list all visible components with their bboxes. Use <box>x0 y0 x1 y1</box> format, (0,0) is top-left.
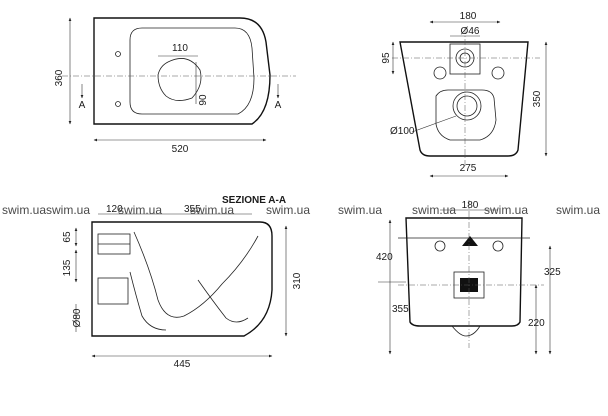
dim-width-top: 180 <box>462 200 479 211</box>
fixing-hole <box>115 51 121 57</box>
dim-height-drain: 220 <box>528 318 545 329</box>
section-outline <box>91 221 273 337</box>
section-mark-left: A <box>79 100 86 111</box>
dim-inner-offset: 90 <box>198 94 209 106</box>
fixing-hole <box>115 101 121 107</box>
dim-top-left: 120 <box>106 204 123 215</box>
leader-line <box>411 115 457 133</box>
dim-width-top: 180 <box>460 11 477 22</box>
section-mark-right: A <box>275 100 282 111</box>
dim-height-lower: 355 <box>392 304 409 315</box>
drain-pipe <box>97 277 129 305</box>
bolt-hole <box>433 66 447 80</box>
dim-width: 520 <box>172 144 189 155</box>
front-view-outline <box>405 217 523 327</box>
inlet-marker <box>462 236 478 246</box>
watermark: swim.ua <box>266 203 310 217</box>
dim-drain-diameter: Ø80 <box>72 308 83 327</box>
top-view-rim <box>129 27 255 115</box>
bolt-hole <box>434 240 446 252</box>
section-bowl <box>133 231 259 318</box>
dim-inner-width: 110 <box>172 43 188 54</box>
watermark: swim.ua <box>46 203 90 217</box>
section-view: SEZIONE A-A 120 355 65 135 Ø80 310 445 <box>62 195 303 370</box>
dim-width-bottom: 275 <box>460 163 477 174</box>
rear-view-outline <box>399 41 529 157</box>
dim-height-total: 420 <box>376 252 393 263</box>
watermark: swim.ua <box>412 203 456 217</box>
front-view: 180 420 325 355 220 <box>376 200 561 355</box>
watermark: swim.ua <box>2 203 46 217</box>
dim-height: 310 <box>292 272 303 289</box>
dim-top-right: 355 <box>184 204 201 215</box>
rear-view: 180 Ø46 95 350 Ø100 275 <box>381 11 548 178</box>
dim-mid-height: 135 <box>62 259 73 276</box>
section-bowl-inner <box>197 279 249 323</box>
section-title: SEZIONE A-A <box>222 195 286 206</box>
dim-height-total: 350 <box>532 90 543 107</box>
top-view: 110 90 360 520 A A <box>54 17 296 155</box>
watermark-row: swim.ua swim.ua swim.ua swim.ua swim.ua … <box>2 203 600 217</box>
dim-height-upper: 95 <box>381 52 392 64</box>
bolt-hole <box>491 66 505 80</box>
drain-circle <box>452 91 482 121</box>
drain-housing <box>435 89 497 141</box>
watermark: swim.ua <box>190 203 234 217</box>
section-trap <box>129 271 167 331</box>
dim-height-inlet: 325 <box>544 267 561 278</box>
dim-inlet-height: 65 <box>62 231 73 243</box>
dim-length: 445 <box>174 359 191 370</box>
watermark: swim.ua <box>118 203 162 217</box>
drain-circle-inner <box>456 95 478 117</box>
dim-depth: 360 <box>54 69 65 86</box>
watermark: swim.ua <box>338 203 382 217</box>
front-view-lip <box>451 325 481 337</box>
dim-outlet: Ø46 <box>461 26 480 37</box>
dim-drain: Ø100 <box>390 126 415 137</box>
bolt-hole <box>492 240 504 252</box>
top-view-outline <box>93 17 271 125</box>
watermark: swim.ua <box>484 203 528 217</box>
top-view-bowl <box>157 58 202 101</box>
watermark: swim.ua <box>556 203 600 217</box>
